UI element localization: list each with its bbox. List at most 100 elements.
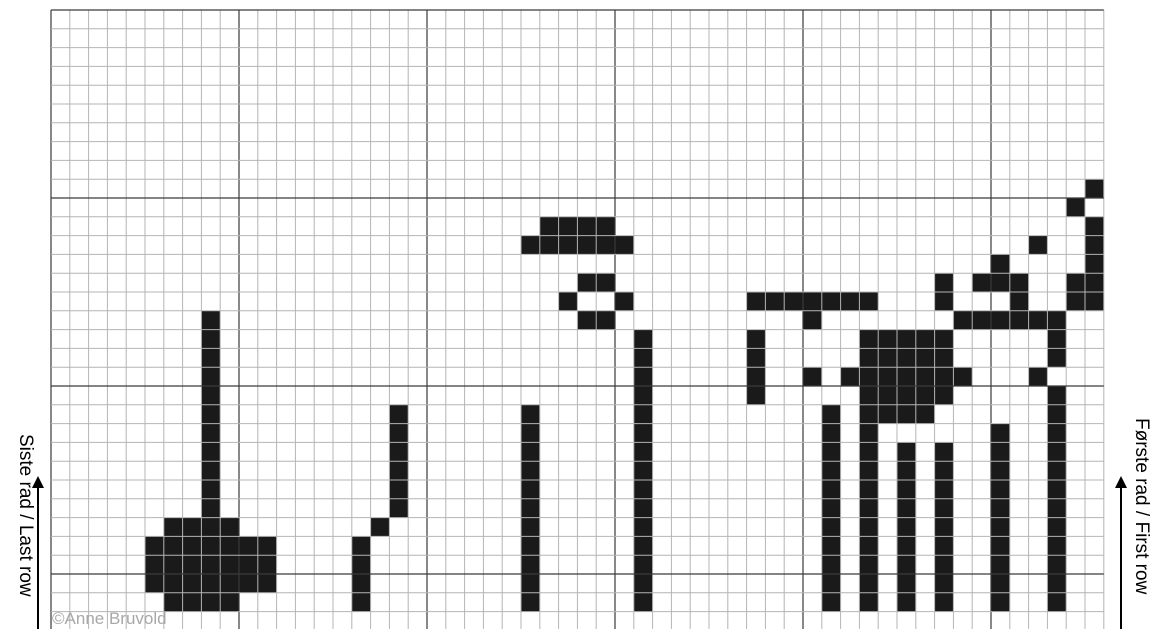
stitch-cell <box>389 480 408 499</box>
stitch-cell <box>258 555 277 574</box>
stitch-cell <box>201 536 220 555</box>
stitch-cell <box>935 480 954 499</box>
stitch-cell <box>201 593 220 612</box>
stitch-cell <box>991 518 1010 537</box>
stitch-cell <box>615 236 634 255</box>
stitch-cell <box>634 442 653 461</box>
stitch-cell <box>859 292 878 311</box>
stitch-cell <box>822 518 841 537</box>
stitch-cell <box>634 367 653 386</box>
stitch-cell <box>352 574 371 593</box>
stitch-cell <box>991 461 1010 480</box>
stitch-cell <box>201 386 220 405</box>
stitch-cell <box>822 555 841 574</box>
stitch-cell <box>521 499 540 518</box>
stitch-cell <box>634 536 653 555</box>
stitch-cell <box>878 348 897 367</box>
stitch-cell <box>634 330 653 349</box>
stitch-cell <box>389 424 408 443</box>
stitch-cell <box>897 536 916 555</box>
stitch-cell <box>991 480 1010 499</box>
stitch-cell <box>935 367 954 386</box>
stitch-cell <box>972 311 991 330</box>
stitch-cell <box>559 236 578 255</box>
stitch-cell <box>1047 480 1066 499</box>
stitch-cell <box>521 236 540 255</box>
stitch-cell <box>897 480 916 499</box>
stitch-cell <box>878 405 897 424</box>
stitch-cell <box>953 367 972 386</box>
stitch-cell <box>897 348 916 367</box>
stitch-cell <box>897 330 916 349</box>
stitch-cell <box>953 311 972 330</box>
stitch-cell <box>389 442 408 461</box>
stitch-cell <box>991 574 1010 593</box>
stitch-cell <box>822 442 841 461</box>
stitch-cell <box>859 330 878 349</box>
stitch-cell <box>784 292 803 311</box>
stitch-cell <box>803 292 822 311</box>
stitch-cell <box>145 536 164 555</box>
stitch-cell <box>841 367 860 386</box>
stitch-cell <box>935 273 954 292</box>
stitch-cell <box>596 217 615 236</box>
stitch-cell <box>859 499 878 518</box>
stitch-cell <box>634 461 653 480</box>
stitch-cell <box>634 593 653 612</box>
stitch-cell <box>521 518 540 537</box>
stitch-cell <box>220 518 239 537</box>
stitch-cell <box>615 292 634 311</box>
stitch-cell <box>521 461 540 480</box>
stitch-cell <box>897 386 916 405</box>
stitch-cell <box>859 348 878 367</box>
stitch-cell <box>935 330 954 349</box>
stitch-cell <box>1047 330 1066 349</box>
stitch-cell <box>1010 311 1029 330</box>
stitch-cell <box>822 536 841 555</box>
stitch-cell <box>747 292 766 311</box>
stitch-cell <box>521 593 540 612</box>
stitch-cell <box>239 536 258 555</box>
stitch-cell <box>859 555 878 574</box>
stitch-cell <box>559 217 578 236</box>
stitch-cell <box>897 518 916 537</box>
stitch-cell <box>634 424 653 443</box>
stitch-cell <box>916 367 935 386</box>
stitch-cell <box>559 292 578 311</box>
stitch-cell <box>822 461 841 480</box>
stitch-cell <box>991 311 1010 330</box>
stitch-cell <box>991 593 1010 612</box>
stitch-cell <box>859 386 878 405</box>
stitch-cell <box>183 536 202 555</box>
stitch-cell <box>897 574 916 593</box>
stitch-cell <box>201 499 220 518</box>
first-row-label: Første rad / First row <box>1130 418 1152 594</box>
stitch-cell <box>878 330 897 349</box>
stitch-cell <box>935 442 954 461</box>
copyright-credit: ©Anne Bruvold <box>52 609 167 629</box>
stitch-cell <box>521 405 540 424</box>
stitch-cell <box>822 424 841 443</box>
stitch-cell <box>220 536 239 555</box>
stitch-cell <box>1047 424 1066 443</box>
stitch-cell <box>822 292 841 311</box>
stitch-cell <box>258 536 277 555</box>
stitch-cell <box>389 499 408 518</box>
stitch-cell <box>897 367 916 386</box>
stitch-cell <box>1066 273 1085 292</box>
stitch-cell <box>859 405 878 424</box>
stitch-cell <box>540 217 559 236</box>
stitch-cell <box>991 254 1010 273</box>
stitch-cell <box>897 461 916 480</box>
stitch-cell <box>859 593 878 612</box>
stitch-cell <box>1029 236 1048 255</box>
stitch-cell <box>1047 461 1066 480</box>
stitch-cell <box>1010 292 1029 311</box>
stitch-cell <box>878 386 897 405</box>
stitch-cell <box>991 442 1010 461</box>
stitch-cell <box>521 480 540 499</box>
stitch-cell <box>1047 536 1066 555</box>
stitch-cell <box>352 593 371 612</box>
stitch-cell <box>859 442 878 461</box>
